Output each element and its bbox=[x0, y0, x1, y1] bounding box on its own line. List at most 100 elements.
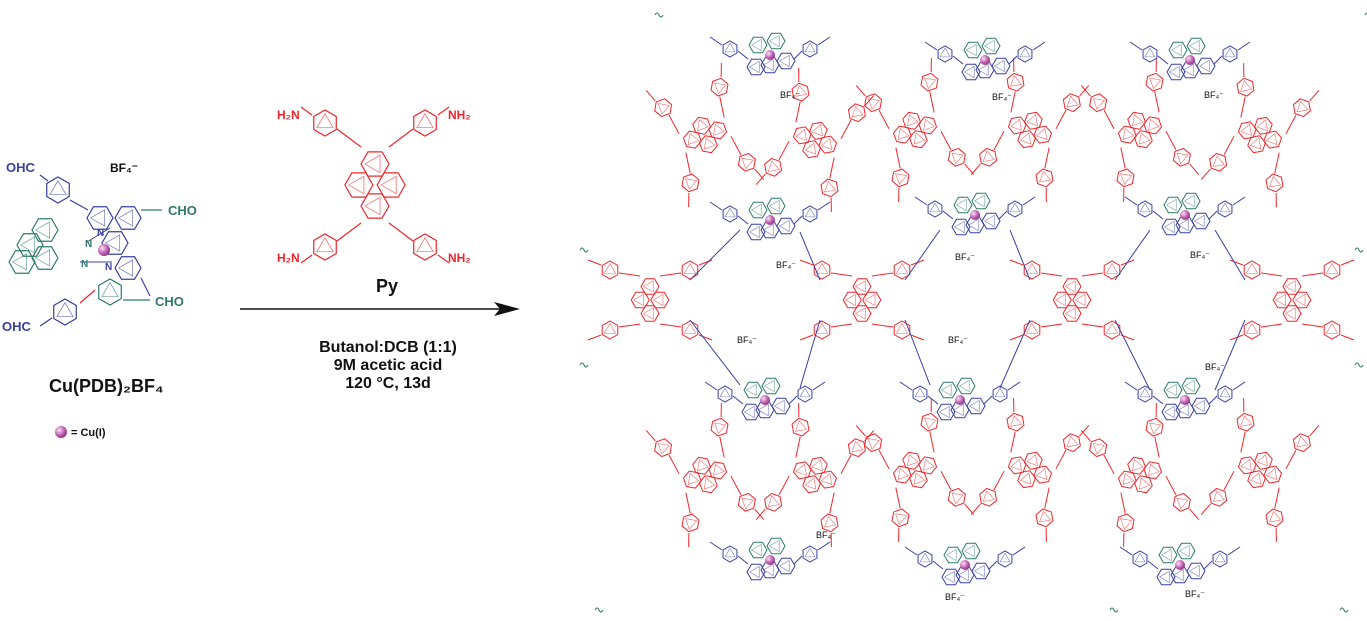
aromatic-bond bbox=[763, 379, 775, 393]
benzene-ring bbox=[1253, 116, 1273, 135]
benzene-ring bbox=[1181, 192, 1201, 210]
bond bbox=[755, 508, 766, 520]
aromatic-bond bbox=[1092, 98, 1105, 110]
bond bbox=[1200, 503, 1211, 515]
benzene-ring bbox=[601, 260, 619, 280]
benzene-ring bbox=[748, 36, 768, 54]
benzene-ring bbox=[818, 470, 838, 489]
benzene-ring bbox=[1209, 487, 1228, 507]
bond bbox=[795, 436, 801, 458]
copper-ion-icon bbox=[1180, 210, 1190, 220]
aromatic-bond bbox=[1183, 379, 1195, 393]
benzene-ring bbox=[114, 256, 142, 280]
bond bbox=[659, 272, 682, 277]
benzene-ring bbox=[862, 291, 882, 309]
aromatic-bond bbox=[804, 547, 816, 558]
aromatic-bond bbox=[768, 539, 780, 553]
bond bbox=[645, 90, 656, 102]
bond bbox=[904, 229, 941, 281]
aromatic-bond bbox=[1296, 100, 1309, 113]
benzene-ring bbox=[681, 260, 699, 280]
bond bbox=[688, 193, 690, 207]
aromatic-bond bbox=[1165, 198, 1177, 212]
bond bbox=[704, 381, 718, 391]
aromatic-bond bbox=[919, 552, 931, 563]
benzene-ring bbox=[698, 135, 718, 154]
bond bbox=[1189, 163, 1200, 175]
benzene-ring bbox=[1265, 173, 1284, 193]
benzene-ring bbox=[761, 377, 781, 395]
bond bbox=[1213, 55, 1223, 65]
bond bbox=[1229, 334, 1244, 341]
copper-complex-node bbox=[899, 377, 1021, 421]
bond bbox=[910, 334, 925, 341]
benzene-ring bbox=[820, 178, 839, 198]
aromatic-bond bbox=[799, 387, 811, 398]
benzene-ring bbox=[1145, 417, 1164, 437]
aromatic-bond bbox=[762, 223, 774, 237]
bond bbox=[755, 173, 766, 185]
aromatic-bond bbox=[778, 219, 790, 233]
bond bbox=[1309, 425, 1320, 437]
benzene-ring bbox=[413, 233, 437, 261]
wavy-bond-end bbox=[654, 12, 664, 18]
aromatic-bond bbox=[697, 459, 709, 472]
bond bbox=[709, 36, 723, 46]
bond bbox=[1010, 431, 1016, 453]
aromatic-bond bbox=[762, 563, 774, 577]
aromatic-bond bbox=[953, 220, 965, 234]
bond bbox=[1208, 395, 1218, 405]
bond bbox=[1079, 425, 1090, 437]
bond bbox=[1275, 193, 1277, 207]
bond bbox=[336, 128, 362, 148]
copper-legend-icon bbox=[55, 426, 67, 438]
aromatic-bond bbox=[999, 552, 1011, 563]
framework-counterion: BF₄⁻ bbox=[816, 530, 836, 540]
bond bbox=[1155, 403, 1157, 417]
bond bbox=[1114, 319, 1151, 391]
benzene-ring bbox=[979, 147, 998, 167]
copper-complex-node bbox=[1124, 377, 1246, 421]
bond bbox=[830, 272, 853, 277]
aromatic-bond bbox=[713, 463, 725, 476]
bond bbox=[898, 188, 900, 202]
bond bbox=[737, 215, 749, 225]
benzene-ring bbox=[1166, 63, 1186, 81]
aromatic-bond bbox=[820, 137, 833, 151]
benzene-ring bbox=[1033, 465, 1053, 484]
monomer-name: Cu(PDB)₂BF₄ bbox=[49, 376, 164, 396]
bond bbox=[830, 198, 832, 212]
framework-counterion: BF₄⁻ bbox=[780, 90, 800, 100]
copper-complex-node bbox=[704, 377, 826, 421]
bond bbox=[817, 201, 831, 211]
aromatic-bond bbox=[1138, 132, 1151, 145]
pyrene-node bbox=[1229, 259, 1355, 341]
wavy-bond-end bbox=[1354, 362, 1364, 368]
aromatic-bond bbox=[713, 123, 725, 136]
benzene-ring bbox=[681, 320, 699, 340]
bond bbox=[1223, 135, 1235, 156]
pyrene-node bbox=[1200, 398, 1320, 542]
bond bbox=[1200, 168, 1211, 180]
bond bbox=[754, 508, 765, 520]
bond bbox=[952, 55, 964, 65]
aromatic-bond bbox=[1219, 202, 1231, 213]
aromatic-bond bbox=[1193, 399, 1205, 413]
bond bbox=[1114, 229, 1151, 281]
bond bbox=[840, 119, 852, 140]
aromatic-bond bbox=[1249, 472, 1262, 485]
framework-counterion: BF₄⁻ bbox=[776, 260, 796, 270]
benzene-ring bbox=[1323, 320, 1341, 340]
aromatic-bond bbox=[757, 403, 769, 417]
benzene-ring bbox=[764, 157, 783, 177]
aromatic-bond bbox=[923, 118, 935, 131]
bond bbox=[1009, 259, 1024, 266]
aromatic-bond bbox=[955, 198, 967, 212]
pyrene-node bbox=[587, 259, 713, 341]
aromatic-bond bbox=[1066, 435, 1079, 448]
benzene-ring bbox=[1272, 291, 1292, 309]
aromatic-bond bbox=[1224, 47, 1236, 58]
benzene-ring bbox=[601, 320, 619, 340]
benzene-ring bbox=[981, 37, 1001, 55]
bond bbox=[1124, 196, 1138, 206]
